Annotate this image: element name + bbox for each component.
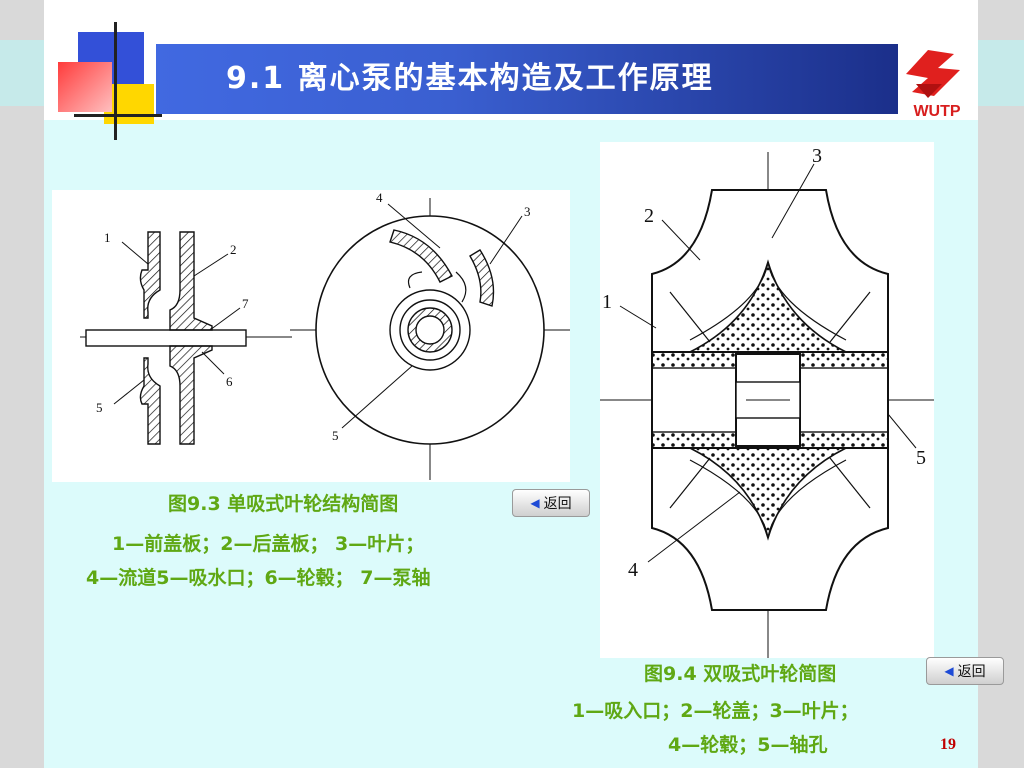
figure-left-panel: 1 2 7 6 5 4 3 5 bbox=[52, 190, 570, 482]
back-arrow-icon: ◀ bbox=[530, 496, 540, 510]
label-1: 1 bbox=[104, 230, 111, 245]
figure-left-caption-title: 图9.3 单吸式叶轮结构简图 bbox=[168, 493, 399, 515]
label-7: 7 bbox=[242, 296, 249, 311]
figure-right-caption-line1: 1—吸入口；2—轮盖；3—叶片； bbox=[572, 700, 859, 722]
figure-right-caption-line2: 4—轮毂；5—轴孔 bbox=[668, 734, 828, 756]
label-5: 5 bbox=[96, 400, 103, 415]
figure-right-caption-title: 图9.4 双吸式叶轮简图 bbox=[644, 663, 837, 685]
decor-red-square bbox=[58, 62, 112, 112]
label-6: 6 bbox=[226, 374, 233, 389]
decor-horizontal-line bbox=[74, 114, 162, 117]
label-4-front: 4 bbox=[376, 190, 383, 205]
left-margin bbox=[0, 0, 44, 768]
back-button-right[interactable]: ◀ 返回 bbox=[926, 657, 1004, 685]
label-2: 2 bbox=[644, 205, 654, 227]
figure-left-caption-line1: 1—前盖板；2—后盖板； 3—叶片； bbox=[112, 533, 425, 555]
label-1: 1 bbox=[602, 291, 612, 313]
back-button-left[interactable]: ◀ 返回 bbox=[512, 489, 590, 517]
label-3: 3 bbox=[812, 145, 822, 167]
double-suction-impeller-diagram: 3 2 1 5 4 bbox=[600, 145, 934, 658]
page-number: 19 bbox=[940, 736, 956, 753]
right-margin bbox=[978, 0, 1024, 768]
label-2: 2 bbox=[230, 242, 237, 257]
label-3-front: 3 bbox=[524, 204, 531, 219]
figure-right-panel: 3 2 1 5 4 bbox=[600, 142, 934, 658]
back-button-label: 返回 bbox=[957, 664, 986, 680]
label-5-front: 5 bbox=[332, 428, 339, 443]
label-4: 4 bbox=[628, 559, 638, 581]
slide-title: 9.1 离心泵的基本构造及工作原理 bbox=[156, 44, 898, 114]
figure-left-caption-line2: 4—流道5—吸水口；6—轮毂； 7—泵轴 bbox=[86, 567, 431, 589]
label-5: 5 bbox=[916, 447, 926, 469]
wutp-logo: WUTP bbox=[898, 44, 976, 124]
back-button-label: 返回 bbox=[543, 496, 572, 512]
logo-text: WUTP bbox=[913, 103, 960, 120]
back-arrow-icon: ◀ bbox=[944, 664, 954, 678]
decor-vertical-line bbox=[114, 22, 117, 140]
single-suction-impeller-diagram: 1 2 7 6 5 4 3 5 bbox=[80, 190, 570, 480]
decor-yellow-square bbox=[104, 84, 154, 124]
